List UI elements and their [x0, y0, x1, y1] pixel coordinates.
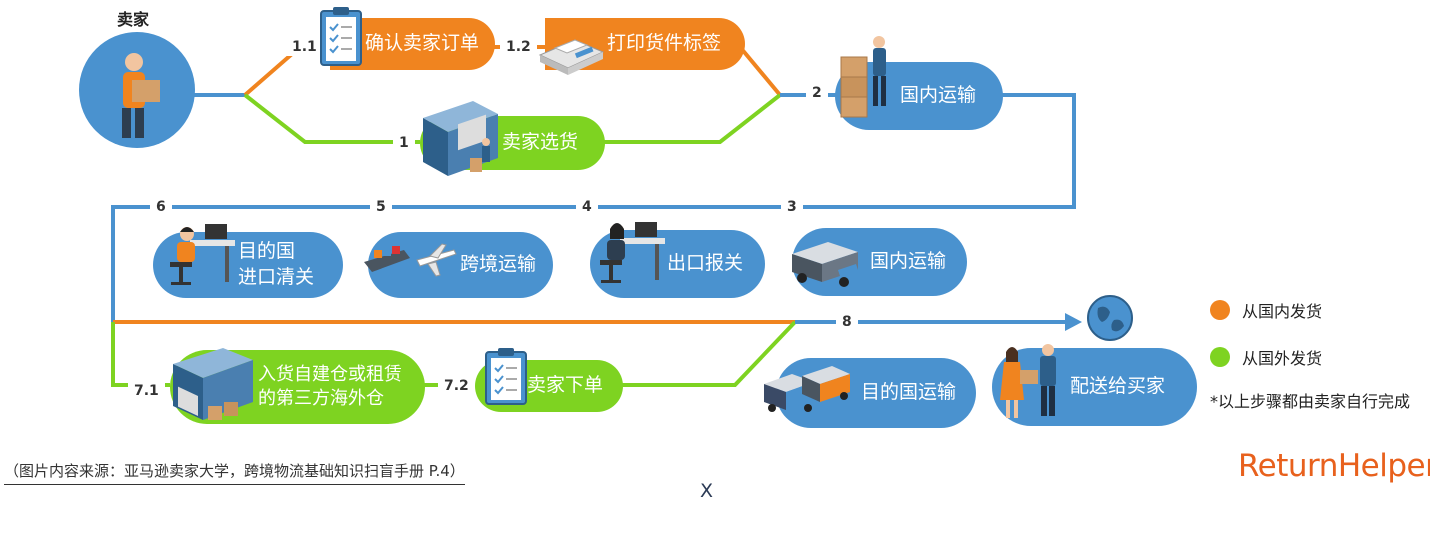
step-label-line: 的第三方海外仓	[258, 388, 384, 409]
returnhelper-logo: ReturnHelper	[1238, 448, 1430, 484]
connector-line	[111, 322, 170, 387]
step-number: 5	[370, 198, 392, 216]
connector-line	[600, 93, 782, 144]
connector-line	[111, 93, 1076, 322]
delivery-handover-icon	[1000, 344, 1056, 418]
step-label-line: 进口清关	[238, 266, 315, 288]
step-5-cross-border-transport: 跨境运输	[368, 232, 553, 298]
connector-line	[738, 45, 782, 97]
step-label: 国内运输	[870, 250, 947, 273]
cargo-ship-plane-icon	[364, 243, 457, 277]
connector-line	[620, 320, 797, 387]
clipboard-icon	[485, 348, 527, 405]
legend-label: 从国外发货	[1242, 349, 1323, 368]
orange-dot-icon	[1210, 300, 1230, 320]
step-number: 1.1	[286, 38, 323, 56]
clipboard-icon	[320, 7, 362, 66]
arrow-head	[1065, 313, 1082, 331]
legend-overseas: 从国外发货	[1210, 345, 1322, 369]
step-number: 4	[576, 198, 598, 216]
step-label: 目的国运输	[861, 381, 957, 404]
legend-note: *以上步骤都由卖家自行完成	[1210, 392, 1411, 411]
step-number: 7.2	[438, 377, 475, 395]
x-mark: X	[700, 480, 714, 502]
step-number: 3	[781, 198, 803, 216]
step-label: 配送给买家	[1070, 375, 1166, 398]
legend-domestic: 从国内发货	[1210, 298, 1322, 322]
warehouse-icon	[173, 348, 253, 420]
step-label: 确认卖家订单	[365, 32, 480, 55]
office-worker-icon	[600, 222, 665, 283]
seller-label: 卖家	[117, 10, 150, 29]
step-label: 打印货件标签	[607, 32, 722, 55]
green-dot-icon	[1210, 347, 1230, 367]
source-caption: （图片内容来源：亚马逊卖家大学，跨境物流基础知识扫盲手册 P.4）	[4, 460, 465, 485]
step-number: 1	[393, 134, 415, 152]
truck-icon	[792, 242, 860, 287]
step-label: 国内运输	[900, 84, 977, 107]
connector-line	[243, 93, 420, 144]
step-label-line: 目的国	[238, 240, 296, 263]
step-label-block: 目的国 进口清关	[238, 239, 314, 290]
step-label: 卖家下单	[527, 374, 604, 397]
step-label: 出口报关	[667, 252, 744, 275]
step-label: 跨境运输	[460, 253, 537, 276]
boxes-worker-icon	[840, 36, 886, 118]
printer-icon	[538, 39, 605, 75]
legend-label: 从国内发货	[1242, 302, 1323, 321]
deliver-to-buyer: 配送给买家	[992, 348, 1197, 426]
step-number: 2	[806, 84, 828, 102]
step-number: 8	[836, 313, 858, 331]
warehouse-icon	[423, 101, 498, 176]
person-carrying-box-icon	[79, 32, 195, 148]
office-worker-icon	[170, 224, 235, 285]
step-label-block: 入货自建仓或租赁 的第三方海外仓	[258, 363, 402, 412]
truck-icon	[764, 366, 850, 412]
globe-icon	[1087, 295, 1133, 341]
step-number: 7.1	[128, 382, 165, 400]
step-number: 1.2	[500, 38, 537, 56]
step-label-line: 入货自建仓或租赁	[258, 363, 402, 385]
step-number: 6	[150, 198, 172, 216]
step-label: 卖家选货	[502, 131, 579, 154]
